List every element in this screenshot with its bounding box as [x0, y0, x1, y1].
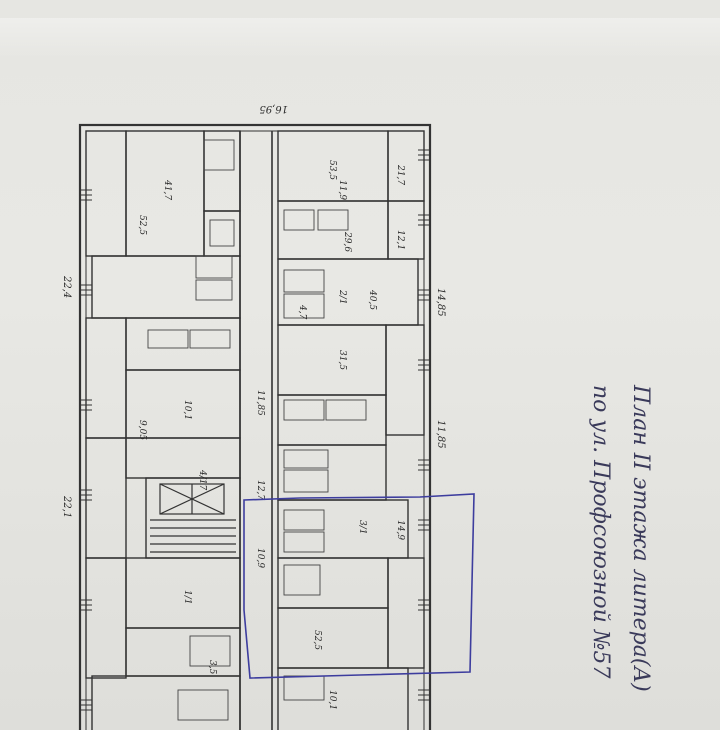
- room-area-label: 41,7: [162, 179, 172, 200]
- dimension-left-2: 22,1: [61, 495, 72, 518]
- room-area-label: 53,5: [327, 160, 337, 180]
- window-left-1: [80, 189, 92, 201]
- room-area-label: 52,5: [312, 630, 322, 650]
- room-area-label: 10,9: [255, 548, 265, 568]
- window-left-3: [80, 399, 92, 411]
- window-right-8: [418, 689, 430, 701]
- interior-partitions: [147, 139, 367, 721]
- room-area-label: 4/17: [197, 469, 207, 490]
- left-rooms: [85, 130, 241, 730]
- room-area-label: 9,05: [137, 420, 147, 440]
- window-left-5: [80, 599, 92, 611]
- room-labels: 53,511,9 21,7 12,1 29,6 4,7 40,5 41,7 52,5 31,5 1…: [137, 160, 405, 710]
- window-right-6: [418, 519, 430, 531]
- room-area-label: 11,85: [255, 390, 265, 416]
- window-right-1: [418, 149, 430, 161]
- caption-line-1: План II этажа литера(А): [628, 385, 653, 692]
- dimension-labels: 16,95 14,85 11,85 22,4 22,1: [61, 103, 446, 518]
- window-right-5: [418, 459, 430, 471]
- window-right-3: [418, 289, 430, 301]
- room-area-label: 3,5: [207, 660, 217, 675]
- staircase: [150, 483, 236, 553]
- outer-walls: [78, 123, 432, 730]
- windows: [80, 149, 430, 711]
- window-left-4: [80, 489, 92, 501]
- room-area-label: 21,7: [395, 164, 405, 185]
- room-area-label: 10,1: [182, 400, 192, 420]
- room-area-label: 14,9: [395, 520, 405, 540]
- room-area-label: 10,1: [327, 690, 337, 710]
- room-area-label: 29,6: [342, 231, 352, 252]
- window-right-4: [418, 359, 430, 371]
- plan-caption: План II этажа литера(А) по ул. Профсоюзн…: [570, 385, 660, 705]
- right-rooms: [277, 130, 425, 730]
- room-area-label: 12,7: [255, 480, 265, 500]
- room-area-label: 11,9: [337, 180, 347, 200]
- window-right-2: [418, 214, 430, 226]
- paper-fold-shadow: [0, 18, 720, 58]
- dimension-right-1: 14,85: [435, 288, 446, 317]
- window-right-7: [418, 599, 430, 611]
- room-area-label: 1/1: [182, 590, 192, 604]
- room-area-label: 3/1: [357, 520, 367, 534]
- room-area-label: 31,5: [337, 350, 347, 370]
- caption-line-2: по ул. Профсоюзной №57: [588, 385, 613, 679]
- room-area-label: 52,5: [137, 215, 147, 235]
- pen-markup-outline: [243, 493, 475, 679]
- room-area-label: 12,1: [395, 230, 405, 250]
- room-area-label: 40,5: [367, 289, 377, 310]
- room-area-label: 4,7: [297, 304, 307, 320]
- dimension-left-1: 22,4: [61, 275, 72, 298]
- corridor-walls: [239, 131, 273, 730]
- dimension-right-2: 11,85: [435, 420, 446, 449]
- window-left-6: [80, 699, 92, 711]
- dimension-top: 16,95: [259, 103, 288, 114]
- room-area-label: 2/1: [337, 289, 347, 304]
- window-left-2: [80, 284, 92, 296]
